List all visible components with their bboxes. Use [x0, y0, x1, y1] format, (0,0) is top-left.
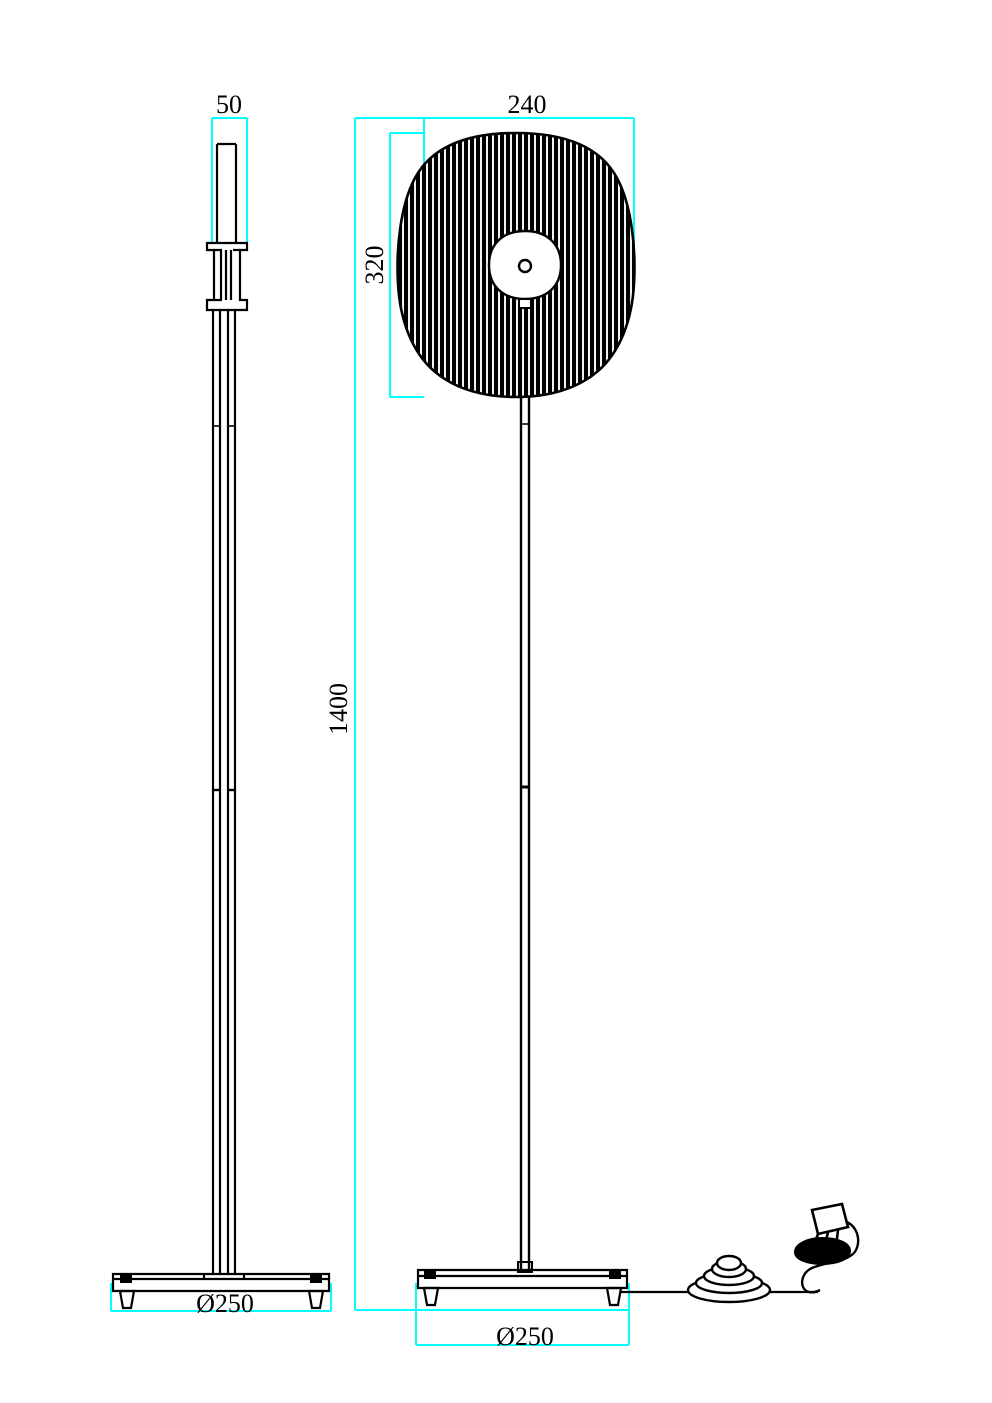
shade-outline	[396, 131, 636, 399]
center-hub	[487, 229, 563, 309]
dimension-1400-lines	[354, 117, 424, 1311]
plug-shadow	[793, 1236, 852, 1266]
foot-dimmer-switch	[686, 1254, 772, 1304]
dimension-base-250-front-lines	[415, 1283, 630, 1346]
dimension-label-50: 50	[216, 90, 242, 119]
dimension-label-base-250-front: Ø250	[496, 1322, 554, 1351]
side-view	[111, 142, 331, 1310]
dimension-label-240: 240	[508, 90, 547, 119]
power-plug	[793, 1202, 860, 1294]
dimension-label-320: 320	[360, 246, 389, 285]
front-view	[396, 131, 860, 1307]
bulb-hole-icon	[517, 258, 533, 274]
dimension-320-lines	[389, 132, 424, 398]
front-stem	[517, 290, 533, 1273]
dimension-label-base-250-side: Ø250	[196, 1289, 254, 1318]
side-shade-hub	[205, 241, 249, 312]
plug-prongs	[810, 1229, 840, 1251]
dimension-label-1400: 1400	[324, 683, 353, 735]
power-cord-assembly	[621, 1202, 860, 1304]
dimension-50-lines	[211, 117, 248, 244]
dimension-lines-group	[110, 117, 635, 1346]
front-base-plate	[416, 1268, 629, 1307]
side-stem	[211, 310, 237, 1274]
dimension-base-250-side-lines	[110, 1283, 332, 1312]
dimension-labels: 50 240 320 1400 Ø250 Ø250	[196, 90, 554, 1351]
plug-body	[810, 1202, 850, 1236]
hub-collar	[518, 298, 532, 309]
side-base-feet	[118, 1289, 325, 1310]
side-base-plate	[111, 1272, 331, 1293]
side-shade-edge	[215, 142, 238, 243]
